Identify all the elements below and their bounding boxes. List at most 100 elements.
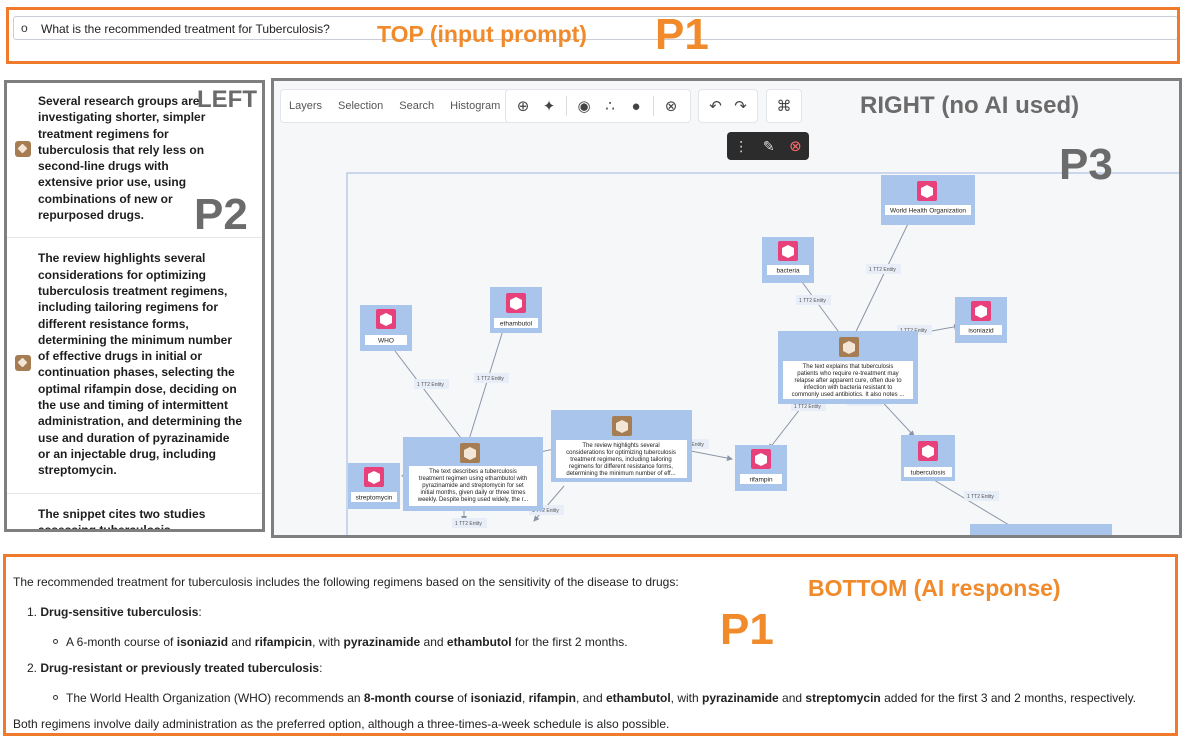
redo-icon[interactable]: ↷	[734, 98, 747, 115]
entity-node-rifampin[interactable]: rifampin	[735, 445, 787, 491]
prompt-bullet: o	[21, 21, 28, 35]
prompt-text: What is the recommended treatment for Tu…	[41, 22, 330, 36]
document-icon	[15, 355, 31, 372]
expand-icon[interactable]: ✦	[542, 98, 556, 115]
list-number: 2.	[27, 661, 38, 675]
graph-tools-group: ⊕ ✦ ◉ ∴ ● ⊗	[505, 89, 691, 123]
network-icon[interactable]: ∴	[605, 98, 615, 115]
toolbar-divider	[653, 96, 654, 116]
list-item[interactable]: Several research groups are investigatin…	[7, 83, 262, 239]
graph-panel[interactable]: 1 TT2 Entity 1 TT2 Entity 1 TT2 Entity 1…	[271, 78, 1182, 538]
edge-label: 1 TT2 Entity	[452, 518, 487, 528]
list-item-text: Several research groups are investigatin…	[38, 94, 206, 223]
target-icon[interactable]: ◉	[577, 98, 591, 115]
cancel-icon[interactable]: ⊗	[664, 98, 678, 115]
list-item[interactable]: The review highlights several considerat…	[7, 238, 262, 494]
right-panel-label: P3	[1059, 140, 1113, 189]
response-item-2: 2. Drug-resistant or previously treated …	[27, 661, 322, 675]
entity-node-partial[interactable]	[970, 524, 1112, 535]
response-item-2-detail: The World Health Organization (WHO) reco…	[53, 691, 1136, 705]
svg-text:weekly. Despite being used wid: weekly. Despite being used widely, the r…	[417, 497, 529, 503]
prompt-input[interactable]: o What is the recommended treatment for …	[13, 16, 1178, 40]
svg-text:streptomycin: streptomycin	[356, 495, 393, 502]
svg-text:The text explains that tubercu: The text explains that tuberculosis	[803, 364, 894, 370]
toolbar-divider	[566, 96, 567, 116]
svg-text:1 TT2 Entity: 1 TT2 Entity	[794, 404, 821, 410]
svg-text:isoniazid: isoniazid	[968, 328, 994, 335]
tab-search[interactable]: Search	[399, 100, 435, 112]
svg-text:bacteria: bacteria	[776, 268, 800, 275]
selection-rectangle	[346, 172, 1179, 535]
edge-label: 1 TT2 Entity	[791, 401, 826, 411]
close-icon[interactable]: ⊗	[789, 138, 802, 155]
graph-tabs: Layers Selection Search Histogram	[280, 89, 510, 123]
tab-selection[interactable]: Selection	[338, 100, 384, 112]
entity-node-world-health-organization[interactable]: World Health Organization	[881, 175, 975, 225]
undo-icon[interactable]: ↶	[709, 98, 722, 115]
list-item-text: The review highlights several considerat…	[38, 251, 243, 478]
svg-text:tuberculosis: tuberculosis	[911, 470, 946, 477]
svg-text:pyrazinamide and streptomycin: pyrazinamide and streptomycin for set	[422, 483, 524, 489]
response-outro: Both regimens involve daily administrati…	[13, 717, 670, 731]
svg-text:considerations for optimizing: considerations for optimizing tuberculos…	[566, 450, 676, 456]
graph-canvas[interactable]: 1 TT2 Entity 1 TT2 Entity 1 TT2 Entity 1…	[274, 81, 1179, 535]
svg-text:initial months, given daily or: initial months, given daily or three tim…	[420, 490, 525, 496]
svg-text:1 TT2 Entity: 1 TT2 Entity	[477, 376, 504, 382]
edge-label: 1 TT2 Entity	[529, 505, 564, 515]
svg-text:treatment regimen using ethamb: treatment regimen using ethambutol with	[419, 476, 527, 482]
entity-node-tuberculosis[interactable]: tuberculosis	[901, 435, 955, 481]
list-number: 1.	[27, 605, 38, 619]
svg-text:commonly used antibiotics. It: commonly used antibiotics. It also notes…	[792, 392, 905, 398]
svg-text:patients who require re-treatm: patients who require re-treatment may	[797, 371, 898, 377]
document-node[interactable]: The review highlights several considerat…	[551, 410, 692, 482]
pen-icon[interactable]: ✎	[762, 137, 775, 154]
item-colon: :	[319, 661, 323, 675]
svg-text:treatment regimens, including: treatment regimens, including tailoring	[570, 457, 671, 463]
tab-histogram[interactable]: Histogram	[450, 100, 501, 112]
svg-text:1 TT2 Entity: 1 TT2 Entity	[967, 494, 994, 500]
left-annotation-label: LEFT	[197, 86, 257, 113]
bottom-annotation-frame	[3, 554, 1178, 736]
entity-node-ethambutol[interactable]: ethambutol	[490, 287, 542, 333]
svg-text:1 TT2 Entity: 1 TT2 Entity	[455, 521, 482, 527]
entity-node-who[interactable]: WHO	[360, 305, 412, 351]
svg-text:ethambutol: ethambutol	[500, 321, 533, 328]
response-item-1-detail: A 6-month course of isoniazid and rifamp…	[53, 635, 628, 649]
tab-layers[interactable]: Layers	[289, 100, 323, 112]
top-panel-label: P1	[655, 10, 709, 59]
document-node[interactable]: The text describes a tuberculosis treatm…	[403, 437, 543, 511]
svg-text:determining the minimum number: determining the minimum number of eff...	[566, 471, 676, 477]
command-icon[interactable]: ⌘	[776, 98, 792, 115]
svg-text:1 TT2 Entity: 1 TT2 Entity	[532, 508, 559, 514]
bullet-circle	[53, 695, 58, 701]
top-annotation-label: TOP (input prompt)	[377, 21, 587, 47]
plus-circle-icon[interactable]: ⊕	[516, 98, 530, 115]
entity-node-bacteria[interactable]: bacteria	[762, 237, 814, 283]
svg-text:1 TT2 Entity: 1 TT2 Entity	[417, 382, 444, 388]
left-panel-label: P2	[194, 190, 248, 239]
edge-label: 1 TT2 Entity	[796, 295, 831, 305]
svg-text:relapse after apparent cure, o: relapse after apparent cure, often due t…	[794, 378, 902, 384]
svg-text:1 TT2 Entity: 1 TT2 Entity	[869, 267, 896, 273]
edge-label: 1 TT2 Entity	[866, 264, 901, 274]
edge-label: 1 TT2 Entity	[414, 379, 449, 389]
list-item-text: The snippet cites two studies assessing …	[38, 506, 206, 532]
svg-text:World Health Organization: World Health Organization	[890, 208, 966, 215]
history-tools-group: ↶ ↷	[698, 89, 758, 123]
document-node[interactable]: The text explains that tuberculosis pati…	[778, 331, 918, 404]
bottom-annotation-label: BOTTOM (AI response)	[808, 575, 1061, 601]
item-colon: :	[198, 605, 202, 619]
list-item[interactable]: The snippet cites two studies assessing …	[7, 494, 262, 532]
right-annotation-label: RIGHT (no AI used)	[860, 92, 1080, 119]
bullet-circle	[53, 639, 58, 645]
toggle-icon[interactable]: ●	[631, 97, 641, 115]
bottom-panel-label: P1	[720, 605, 774, 654]
svg-text:1 TT2 Entity: 1 TT2 Entity	[799, 298, 826, 304]
entity-node-isoniazid[interactable]: isoniazid	[955, 297, 1007, 343]
left-panel: Several research groups are investigatin…	[4, 80, 265, 532]
entity-node-streptomycin[interactable]: streptomycin	[348, 463, 400, 509]
item-title: Drug-resistant or previously treated tub…	[40, 661, 320, 675]
svg-text:regimens for different resista: regimens for different resistance forms,	[569, 464, 673, 470]
item-title: Drug-sensitive tuberculosis	[40, 605, 199, 619]
drag-handle-icon[interactable]: ⋮	[734, 137, 749, 154]
